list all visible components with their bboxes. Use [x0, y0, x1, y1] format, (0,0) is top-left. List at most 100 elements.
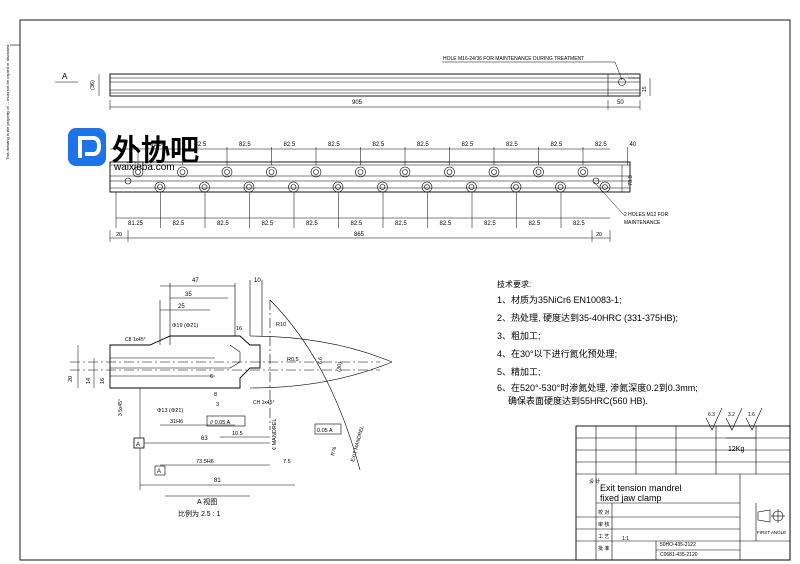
- hole-bottom-inner: [602, 184, 608, 190]
- dim-20: 20: [68, 376, 74, 382]
- hole-top-inner: [535, 169, 542, 175]
- tb-label-0: 设 计: [589, 478, 600, 485]
- hole-top-inner: [580, 169, 586, 175]
- front-hole-note-2: MAINTENANCE: [624, 220, 661, 226]
- dim-14: 14: [86, 378, 92, 384]
- pitch-top-label: 82.5: [417, 142, 429, 148]
- dim-47: 47: [192, 278, 199, 284]
- hole-top: [488, 166, 500, 178]
- top-right-dim: 15: [642, 86, 648, 92]
- part-title-1: Exit tension mandrel: [600, 483, 682, 493]
- tol-flat: 0.05 A: [317, 428, 333, 434]
- tech-item-1: 1、材质为35NiCr6 EN10083-1;: [497, 294, 622, 305]
- hole-top-inner: [268, 169, 275, 175]
- dim-6: 6: [210, 374, 213, 380]
- pitch-bottom-label: 82.5: [217, 221, 229, 227]
- surface-finish-icon: [725, 407, 743, 431]
- pitch-top-label: 82.5: [195, 142, 207, 148]
- dim-16: 16: [236, 326, 242, 332]
- tb-label-2: 审 核: [598, 521, 609, 528]
- front-hole-note-1: 2 HOLES M12 FOR: [624, 212, 669, 218]
- surface-symbols: 6.3 3.2 1.6: [705, 407, 763, 431]
- hole-top: [533, 166, 544, 178]
- projection-label: FIRST ANGLE: [757, 530, 786, 535]
- dim-81: 81: [214, 478, 221, 484]
- pitch-bottom-label: 82.5: [395, 221, 407, 227]
- hole-bottom-inner: [379, 184, 386, 190]
- tech-item-2: 2、热处理, 硬度达到35-40HRC (331-375HB);: [497, 312, 678, 323]
- drawing-no-2: C0681-435-2120: [660, 552, 698, 558]
- overall-dim: 865: [354, 232, 365, 238]
- tech-item-6: 6、在520°-530°时渗氮处理, 渗氮深度0.2到0.3mm;: [497, 382, 698, 393]
- pitch-bottom-label: 82.5: [440, 221, 452, 227]
- pitch-top-label: 82.5: [462, 142, 474, 148]
- view-caption-2: 比例为 2.5 : 1: [178, 509, 221, 518]
- logo-brand: 外协吧: [112, 133, 199, 167]
- hole-bottom: [510, 181, 522, 193]
- hole-bottom-inner: [335, 184, 341, 190]
- hole-bottom: [332, 181, 344, 193]
- dim-3: 3: [216, 402, 219, 408]
- pitch-top-label: 82.5: [551, 142, 563, 148]
- hole-top: [221, 166, 233, 178]
- hole-top: [132, 166, 144, 178]
- dim-35: 35: [185, 292, 192, 298]
- logo-mark-icon: [78, 136, 102, 158]
- hole-bottom: [288, 181, 299, 193]
- hole-bottom-inner: [557, 184, 564, 190]
- view-caption-1: A 视图: [197, 497, 217, 506]
- dim-30: (30): [336, 362, 344, 373]
- pitch-bottom-label: 81.25: [128, 221, 144, 227]
- datum-label: A: [136, 442, 140, 448]
- title-block: 12Kg Exit tension mandrel fixed jaw clam…: [575, 425, 791, 561]
- dim-31: 31H6: [170, 419, 183, 425]
- hole-bottom-inner: [201, 184, 208, 190]
- dim-25: 25: [178, 304, 185, 310]
- pitch-bottom-label: 82.5: [484, 221, 496, 227]
- projection-cone-icon: [757, 509, 771, 523]
- hole-bottom: [421, 181, 433, 193]
- tb-label-4: 批 准: [598, 545, 609, 552]
- overall-right-dim: 20: [596, 232, 602, 238]
- front-view: 82.5 82.5 82.5 82.5 82.5 82.5 82.5 82.5 82.5 82.5…: [109, 142, 669, 242]
- section-view: 47 35 25 10 16 Φ19 (Φ21) Φ13 (Φ21) C8 1x…: [68, 278, 393, 518]
- tech-item-5: 5、精加工;: [497, 366, 541, 377]
- tech-item-7: 确保表面硬度达到55HRC(560 HB).: [508, 395, 648, 406]
- hole-bottom-inner: [468, 184, 475, 190]
- dim-105: 10.5: [232, 431, 243, 437]
- top-height-dim: (36): [90, 80, 96, 90]
- hole-top-inner: [491, 169, 497, 175]
- dim-r10: R10: [276, 322, 286, 328]
- hole-bottom-inner: [513, 184, 519, 190]
- dim-r76: R76: [330, 446, 338, 457]
- dim-chamfer: 3.5x45°: [118, 399, 124, 416]
- front-holes-bottom: [124, 177, 611, 193]
- pitch-top-label: 40: [630, 142, 637, 148]
- end-hole-left: [124, 177, 132, 185]
- tech-item-3: 3、粗加工;: [497, 330, 541, 341]
- hole-bottom: [377, 181, 388, 193]
- hole-bottom-inner: [246, 184, 252, 190]
- pitch-top-label: 82.5: [506, 142, 518, 148]
- surface-finish-icon: [705, 407, 723, 431]
- hole-bottom-inner: [290, 184, 297, 190]
- hole-bottom: [599, 181, 611, 193]
- hole-top-inner: [357, 169, 364, 175]
- mandrel-label: ¢ MANDREL: [272, 419, 278, 450]
- hole-bottom-inner: [424, 184, 430, 190]
- pitch-bottom-label: 82.5: [573, 221, 585, 227]
- tb-label-3: 工 艺: [598, 534, 609, 540]
- hole-top-inner: [135, 169, 141, 175]
- logo-domain: waixieba.com: [113, 162, 175, 173]
- hole-top-inner: [402, 169, 408, 175]
- tol-parallel: // 0.05 A: [210, 420, 231, 426]
- dim-66: 6.6: [318, 357, 324, 364]
- dim-ch1: CH 1x45°: [253, 400, 274, 406]
- pitch-bottom-label: 82.5: [173, 221, 185, 227]
- pitch-bottom-label: 82.5: [262, 221, 274, 227]
- pitch-top-label: 82.5: [595, 142, 607, 148]
